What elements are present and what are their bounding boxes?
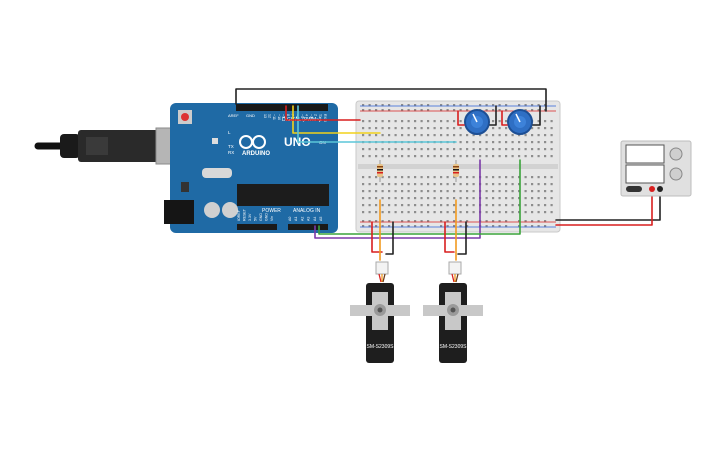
current-display: [625, 164, 665, 184]
capacitor-icon: [204, 202, 220, 218]
wire-supply-red: [555, 187, 653, 226]
pin-label: 2: [314, 114, 318, 116]
servo-connector[interactable]: [448, 261, 462, 283]
crystal-icon: [202, 168, 232, 178]
pin-label: 12: [268, 114, 272, 118]
wire-pot1-black: [489, 105, 497, 126]
pin-label: A5: [319, 217, 323, 221]
gnd-label: GND: [246, 113, 255, 118]
capacitor-icon: [222, 202, 238, 218]
power-supply[interactable]: [620, 140, 692, 197]
servo-connector[interactable]: [375, 261, 389, 283]
power-switch[interactable]: [626, 186, 642, 192]
dc-power-jack: [164, 200, 194, 224]
l-label: L: [228, 130, 231, 135]
current-knob-icon[interactable]: [669, 167, 683, 181]
potentiometer-1[interactable]: [464, 109, 490, 135]
wire-gnd-top: [235, 88, 547, 112]
servo-1-model: SM-S2309S: [367, 344, 395, 350]
wire-red-servo1: [371, 221, 383, 253]
resistor[interactable]: [377, 160, 383, 182]
pin-label: ~5: [300, 114, 304, 118]
analog-label: ANALOG IN: [293, 208, 321, 214]
wire-purple: [314, 159, 481, 239]
voltage-knob-icon[interactable]: [669, 147, 683, 161]
breadboard-holes[interactable]: [362, 104, 553, 228]
wire-black-servo2: [457, 221, 467, 255]
servo-motor-2[interactable]: SM-S2309S: [423, 283, 483, 363]
arduino-logo-icon: [239, 135, 266, 149]
pin-label: ~10: [277, 114, 281, 120]
servo-motor-1[interactable]: SM-S2309S: [350, 283, 410, 363]
pin-label: RESET: [243, 208, 247, 221]
pin-label: 13: [263, 114, 267, 118]
pin-label: ~3: [309, 114, 313, 118]
pin-label: 8: [286, 114, 290, 116]
negative-terminal-icon[interactable]: [657, 186, 663, 192]
wire-supply-black: [555, 187, 661, 221]
pin-label: TX 1: [318, 114, 322, 122]
positive-terminal-icon[interactable]: [649, 186, 655, 192]
pin-label: 4: [304, 114, 308, 116]
pin-label: 5V: [254, 216, 258, 221]
analog-header[interactable]: [288, 224, 328, 230]
pin-label: GND: [259, 213, 263, 221]
power-label: POWER: [262, 208, 281, 214]
wire-pot1-red: [457, 110, 465, 126]
pin-label: RX 0: [323, 114, 327, 122]
pin-label: ~11: [272, 114, 276, 120]
wires[interactable]: [235, 88, 661, 261]
pin-label: Vin: [270, 216, 274, 221]
pin-label: 3.3V: [248, 213, 252, 221]
pin-label: IOREF: [237, 209, 241, 221]
pin-label: A3: [307, 217, 311, 221]
arduino-uno-board[interactable]: ARDUINO UNO DIGITAL (PWM~) TX RX ON L AR…: [164, 103, 338, 233]
arduino-brand: ARDUINO: [242, 151, 270, 157]
wire-5v-red: [285, 105, 361, 121]
pin-label: A4: [313, 217, 317, 221]
wire-pot2-black: [532, 105, 541, 126]
atmega-chip: [237, 184, 329, 206]
resistor[interactable]: [453, 160, 459, 182]
wire-green: [318, 159, 521, 235]
wire-yellow: [292, 105, 381, 134]
potentiometer-2[interactable]: [507, 109, 533, 135]
tx-label: TX: [228, 144, 234, 149]
wire-pot2-red: [501, 110, 508, 126]
pin-label: GND: [265, 213, 269, 221]
wire-black-servo1: [385, 221, 394, 255]
power-header[interactable]: [237, 224, 277, 230]
wire-red-servo2: [444, 221, 455, 253]
pin-label: A2: [300, 217, 304, 221]
rx-label: RX: [228, 150, 234, 155]
digital-header[interactable]: [236, 104, 328, 111]
pin-label: A0: [288, 217, 292, 221]
voltage-display: [625, 144, 665, 164]
wire-cyan: [297, 105, 457, 143]
aref-label: AREF: [228, 113, 239, 118]
pin-label: A1: [294, 217, 298, 221]
servo-2-model: SM-S2309S: [440, 344, 468, 350]
pin-label: ~9: [281, 114, 285, 118]
